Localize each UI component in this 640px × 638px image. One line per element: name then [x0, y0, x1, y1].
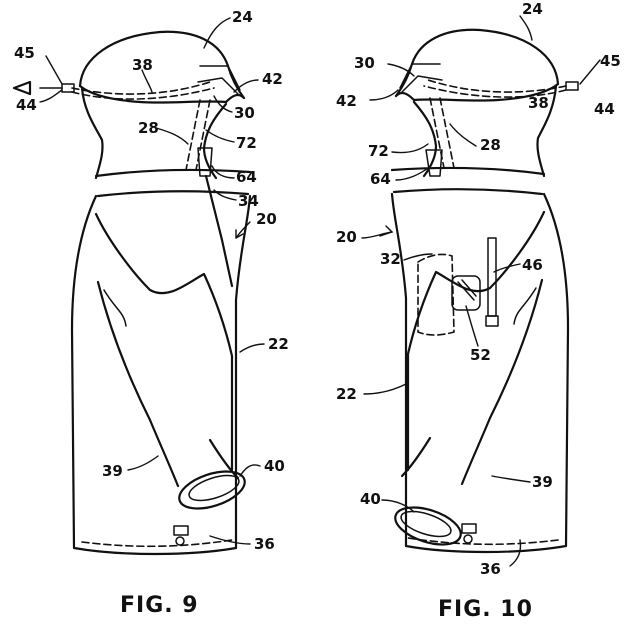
fig10-ref-52: 52: [470, 346, 491, 364]
fig9-caption: FIG. 9: [120, 593, 199, 618]
fig10-ref-22: 22: [336, 385, 357, 403]
fig9-ref-39: 39: [102, 462, 123, 480]
fig10-ref-44: 44: [594, 100, 615, 118]
fig10-ref-30: 30: [354, 54, 375, 72]
fig9-ref-44: 44: [16, 96, 37, 114]
fig10-ref-40: 40: [360, 490, 381, 508]
fig10-reference-numerals: 24 30 45 42 38 44 72 28 64 20 32 46 52 2…: [336, 0, 621, 578]
fig10-ref-28: 28: [480, 136, 501, 154]
fig10-caption: FIG. 10: [438, 597, 533, 622]
fig9-ref-28: 28: [138, 119, 159, 137]
fig10-ref-39: 39: [532, 473, 553, 491]
fig9-ref-64: 64: [236, 168, 257, 186]
fig10-leaders: [361, 15, 601, 567]
fig10-ref-46: 46: [522, 256, 543, 274]
fig9-garment: [12, 30, 252, 556]
fig9-ref-40: 40: [264, 457, 285, 475]
fig10-ref-32: 32: [380, 250, 401, 268]
fig9-ref-42: 42: [262, 70, 283, 88]
fig9-leaders: [39, 17, 265, 545]
fig9-ref-20: 20: [256, 210, 277, 228]
fig10-ref-45: 45: [600, 52, 621, 70]
figure-9: 24 45 38 42 44 30 28 72 64 34 20 22 39 4…: [12, 8, 289, 618]
fig10-ref-64: 64: [370, 170, 391, 188]
fig9-ref-22: 22: [268, 335, 289, 353]
fig9-ref-38: 38: [132, 56, 153, 74]
fig10-ref-24: 24: [522, 0, 543, 18]
fig10-ref-20: 20: [336, 228, 357, 246]
fig10-ref-72: 72: [368, 142, 389, 160]
fig10-ref-42: 42: [336, 92, 357, 110]
figure-10: 24 30 45 42 38 44 72 28 64 20 32 46 52 2…: [336, 0, 621, 622]
fig9-ref-72: 72: [236, 134, 257, 152]
fig9-reference-numerals: 24 45 38 42 44 30 28 72 64 34 20 22 39 4…: [14, 8, 289, 553]
fig9-ref-36: 36: [254, 535, 275, 553]
fig9-ref-24: 24: [232, 8, 253, 26]
fig10-ref-36: 36: [480, 560, 501, 578]
fig9-ref-30: 30: [234, 104, 255, 122]
fig9-arrow-20: [235, 229, 244, 239]
fig10-garment: [390, 28, 579, 554]
fig10-ref-38: 38: [528, 94, 549, 112]
fig10-arrow-20: [379, 225, 394, 237]
fig9-ref-45: 45: [14, 44, 35, 62]
fig9-ref-34: 34: [238, 192, 259, 210]
